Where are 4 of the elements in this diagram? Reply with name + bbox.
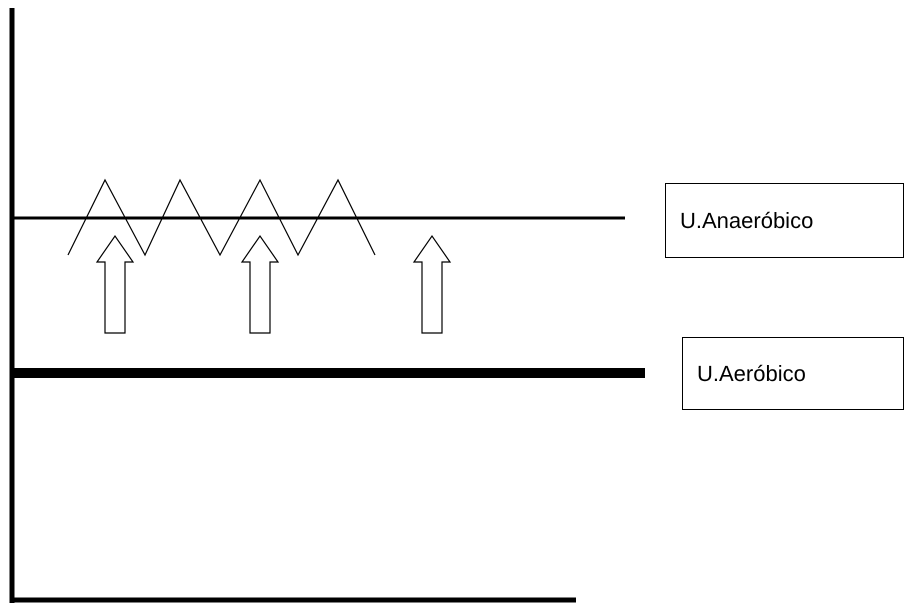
threshold-label-box	[682, 337, 904, 410]
threshold-label-box	[665, 183, 904, 258]
threshold-name: U.Anaeróbico	[680, 208, 814, 234]
threshold-name: U.Aeróbico	[697, 360, 806, 386]
